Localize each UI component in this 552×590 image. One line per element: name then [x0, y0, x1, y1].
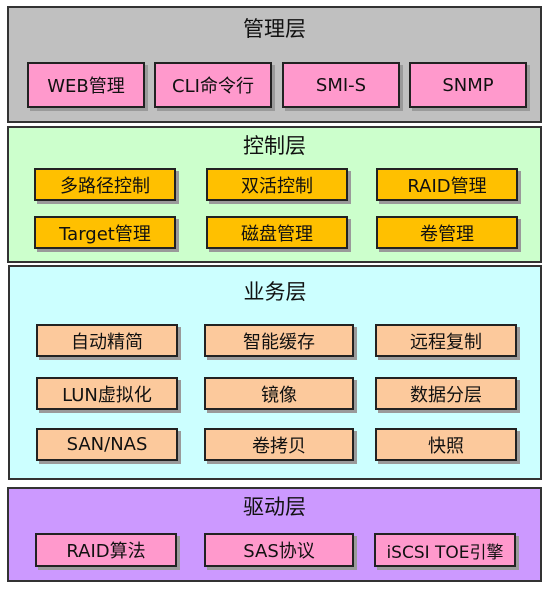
- management-layer-title: 管理层: [243, 17, 306, 41]
- management-layer: 管理层 WEB管理 CLI命令行 SMI-S SNMP: [7, 6, 542, 123]
- raid-management-box: RAID管理: [376, 168, 518, 201]
- remote-replication-box: 远程复制: [375, 324, 517, 357]
- service-layer: 业务层 自动精简 智能缓存 远程复制 LUN虚拟化 镜像 数据分层 SAN/NA…: [8, 265, 542, 480]
- service-layer-title: 业务层: [243, 280, 307, 304]
- snapshot-box: 快照: [375, 428, 517, 461]
- disk-management-box: 磁盘管理: [206, 216, 348, 249]
- snmp-box: SNMP: [409, 62, 527, 108]
- volume-management-box: 卷管理: [376, 216, 518, 249]
- control-layer: 控制层 多路径控制 双活控制 RAID管理 Target管理 磁盘管理 卷管理: [7, 126, 542, 263]
- control-layer-title: 控制层: [243, 134, 306, 158]
- multipath-control-box: 多路径控制: [34, 168, 176, 201]
- data-tiering-box: 数据分层: [375, 377, 517, 410]
- cli-box: CLI命令行: [154, 62, 272, 108]
- driver-layer-title: 驱动层: [243, 495, 306, 519]
- sas-protocol-box: SAS协议: [204, 533, 354, 567]
- mirroring-box: 镜像: [204, 377, 354, 410]
- san-nas-box: SAN/NAS: [36, 428, 178, 461]
- lun-virtualization-box: LUN虚拟化: [36, 377, 178, 410]
- active-active-control-box: 双活控制: [206, 168, 348, 201]
- iscsi-toe-engine-box: iSCSI TOE引擎: [374, 533, 516, 567]
- smart-cache-box: 智能缓存: [204, 324, 354, 357]
- raid-algorithm-box: RAID算法: [35, 533, 177, 567]
- target-management-box: Target管理: [34, 216, 176, 249]
- smi-s-box: SMI-S: [282, 62, 400, 108]
- driver-layer: 驱动层 RAID算法 SAS协议 iSCSI TOE引擎: [7, 487, 542, 582]
- web-management-box: WEB管理: [27, 62, 145, 108]
- volume-copy-box: 卷拷贝: [204, 428, 354, 461]
- thin-provisioning-box: 自动精简: [36, 324, 178, 357]
